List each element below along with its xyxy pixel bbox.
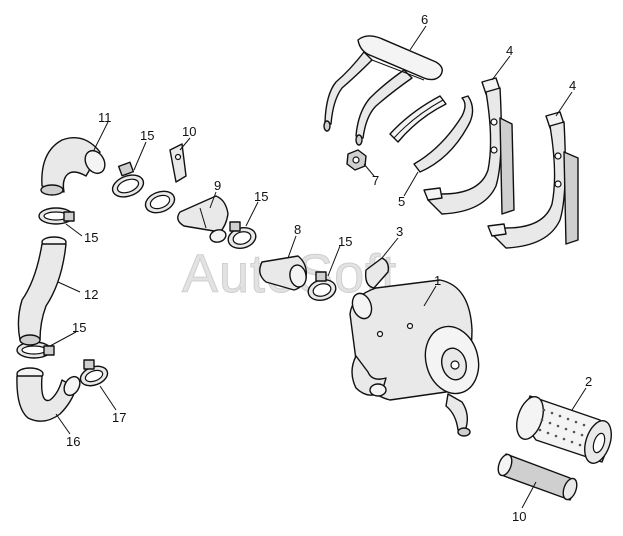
part-15-clamp-mid bbox=[227, 221, 257, 250]
part-7-strap-pads bbox=[389, 95, 474, 173]
part-8-pipe bbox=[259, 255, 308, 291]
part-2-filter-element bbox=[516, 395, 612, 464]
callout-12: 12 bbox=[84, 287, 98, 302]
callout-4-right: 4 bbox=[569, 78, 576, 93]
part-5-bracket bbox=[323, 35, 443, 146]
part-15-clamp-left bbox=[38, 207, 75, 225]
part-10-safety-element bbox=[497, 453, 578, 501]
part-16-lower-elbow bbox=[16, 367, 81, 422]
filter-perforation bbox=[538, 408, 586, 447]
callout-3: 3 bbox=[396, 224, 403, 239]
callout-6: 7 bbox=[372, 173, 379, 188]
callout-9: 9 bbox=[214, 178, 221, 193]
callout-labels: 6 4 4 11 15 10 9 15 15 12 8 15 3 1 7 5 1… bbox=[66, 12, 592, 524]
callout-11: 11 bbox=[98, 110, 112, 125]
callout-8: 8 bbox=[294, 222, 301, 237]
callout-10-upper: 10 bbox=[182, 124, 196, 139]
part-15-clamp-right bbox=[307, 271, 337, 302]
part-10-band bbox=[144, 143, 187, 214]
callout-15-mid: 15 bbox=[254, 189, 268, 204]
callout-15-upper: 15 bbox=[140, 128, 154, 143]
part-9-pipe bbox=[177, 195, 229, 243]
callout-15-left: 15 bbox=[84, 230, 98, 245]
part-15-clamp-upper bbox=[111, 161, 145, 198]
part-4-strap-left bbox=[423, 77, 515, 215]
callout-2: 2 bbox=[585, 374, 592, 389]
part-4-strap-right bbox=[487, 111, 579, 249]
part-17-clamp bbox=[79, 359, 109, 387]
part-6-nut bbox=[346, 149, 367, 171]
callout-5: 6 bbox=[421, 12, 428, 27]
part-11-upper-elbow bbox=[40, 137, 106, 196]
callout-4-left: 4 bbox=[506, 43, 513, 58]
callout-15-right: 15 bbox=[338, 234, 352, 249]
leader-lines bbox=[49, 25, 587, 509]
part-12-hose bbox=[17, 236, 67, 346]
callout-7: 5 bbox=[398, 194, 405, 209]
callout-10-lower: 10 bbox=[512, 509, 526, 524]
callout-15-lower: 15 bbox=[72, 320, 86, 335]
callout-16: 16 bbox=[66, 434, 80, 449]
part-15-clamp-lower bbox=[16, 341, 55, 359]
callout-1: 1 bbox=[434, 273, 441, 288]
callout-17: 17 bbox=[112, 410, 126, 425]
part-1-filter-housing bbox=[349, 279, 480, 437]
